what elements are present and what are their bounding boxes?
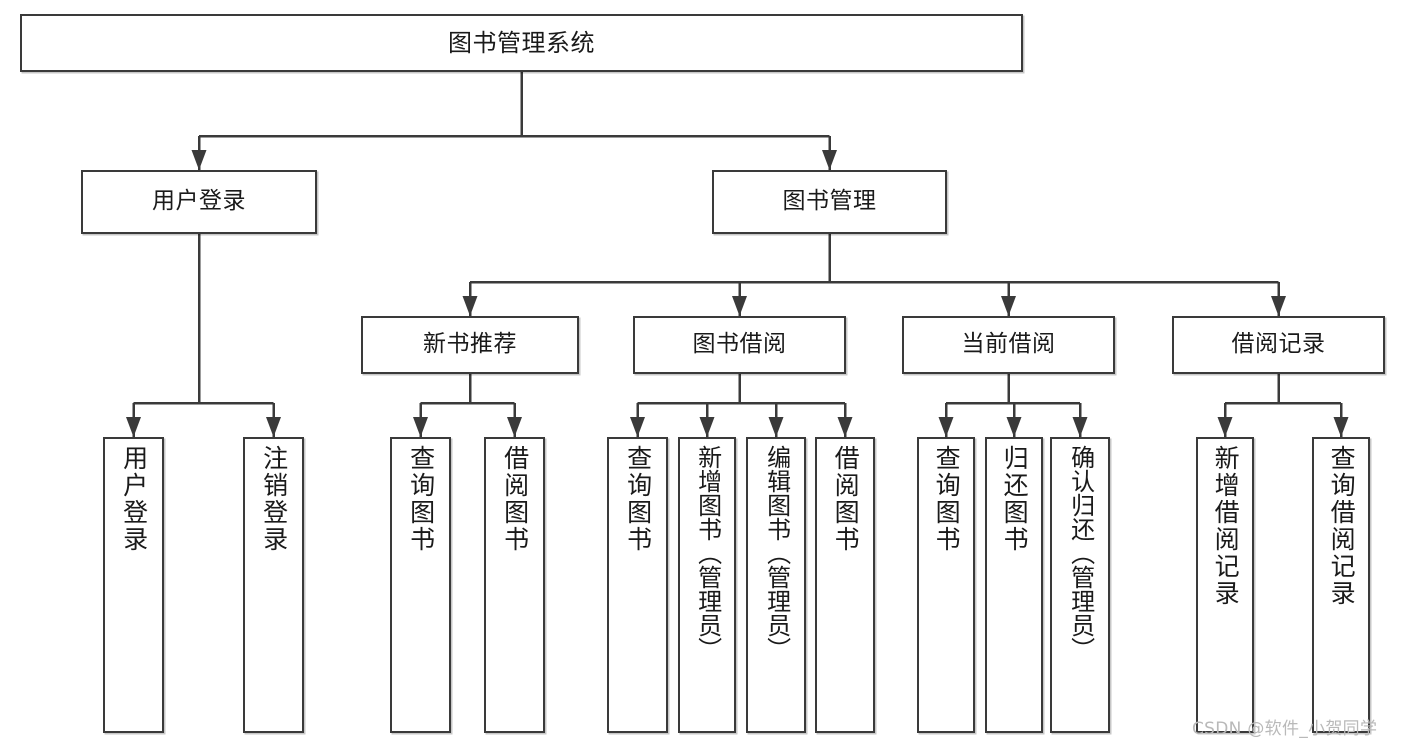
leaf-query-book-current[interactable]: 查询图书 xyxy=(917,437,975,733)
node-label: 归还图书 xyxy=(1000,445,1030,553)
leaf-add-book-admin[interactable]: 新增图书（管理员） xyxy=(678,437,736,733)
node-label: 查询图书 xyxy=(932,445,962,553)
leaf-query-book-recommend[interactable]: 查询图书 xyxy=(390,437,451,733)
node-root-system[interactable]: 图书管理系统 xyxy=(20,14,1023,72)
node-label: 新增借阅记录 xyxy=(1211,445,1241,607)
csdn-watermark: CSDN @软件_小贺同学 xyxy=(1192,719,1378,739)
node-user-login[interactable]: 用户登录 xyxy=(81,170,317,234)
node-label: 用户登录 xyxy=(152,188,246,215)
node-label: 用户登录 xyxy=(119,445,149,553)
leaf-borrow-book[interactable]: 借阅图书 xyxy=(815,437,875,733)
leaf-query-book-borrow[interactable]: 查询图书 xyxy=(607,437,668,733)
node-label: 查询借阅记录 xyxy=(1327,445,1357,607)
node-label: 编辑图书（管理员） xyxy=(762,445,791,661)
node-label: 注销登录 xyxy=(259,445,289,553)
node-label: 借阅图书 xyxy=(500,445,530,553)
node-label: 图书管理系统 xyxy=(448,28,595,57)
node-book-management[interactable]: 图书管理 xyxy=(712,170,947,234)
node-label: 图书管理 xyxy=(782,188,877,215)
node-label: 确认归还（管理员） xyxy=(1066,445,1095,661)
node-label: 当前借阅 xyxy=(961,331,1056,358)
node-label: 查询图书 xyxy=(406,445,436,553)
node-current-borrow[interactable]: 当前借阅 xyxy=(902,316,1115,374)
node-new-book-recommend[interactable]: 新书推荐 xyxy=(361,316,579,374)
leaf-borrow-book-recommend[interactable]: 借阅图书 xyxy=(484,437,545,733)
node-book-borrow[interactable]: 图书借阅 xyxy=(633,316,846,374)
node-label: 借阅记录 xyxy=(1231,331,1326,358)
leaf-return-book[interactable]: 归还图书 xyxy=(985,437,1043,733)
node-label: 图书借阅 xyxy=(692,331,787,358)
node-label: 新书推荐 xyxy=(423,331,517,358)
node-label: 借阅图书 xyxy=(831,445,861,553)
node-label: 新增图书（管理员） xyxy=(693,445,722,661)
leaf-user-login[interactable]: 用户登录 xyxy=(103,437,164,733)
node-borrow-record[interactable]: 借阅记录 xyxy=(1172,316,1385,374)
leaf-add-borrow-record[interactable]: 新增借阅记录 xyxy=(1196,437,1254,733)
leaf-edit-book-admin[interactable]: 编辑图书（管理员） xyxy=(746,437,806,733)
leaf-confirm-return-admin[interactable]: 确认归还（管理员） xyxy=(1050,437,1110,733)
leaf-query-borrow-record[interactable]: 查询借阅记录 xyxy=(1312,437,1370,733)
leaf-logout[interactable]: 注销登录 xyxy=(243,437,304,733)
node-label: 查询图书 xyxy=(623,445,653,553)
